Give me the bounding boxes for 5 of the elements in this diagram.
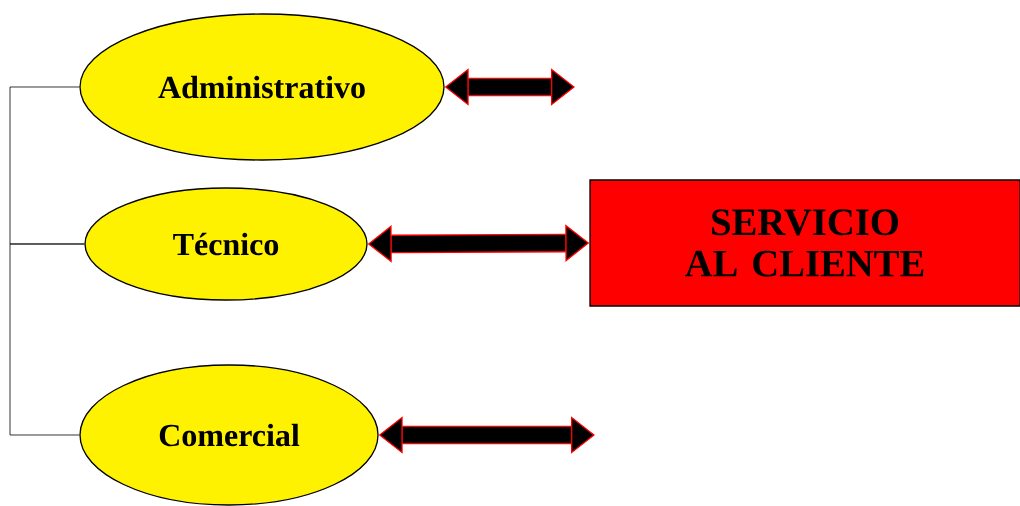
title-box: SERVICIO AL CLIENTE xyxy=(589,179,1020,307)
ellipse-node: Administrativo xyxy=(79,13,445,161)
ellipse-node: Técnico xyxy=(84,187,368,301)
ellipse-node: Comercial xyxy=(79,364,379,506)
connector-line xyxy=(9,243,85,436)
